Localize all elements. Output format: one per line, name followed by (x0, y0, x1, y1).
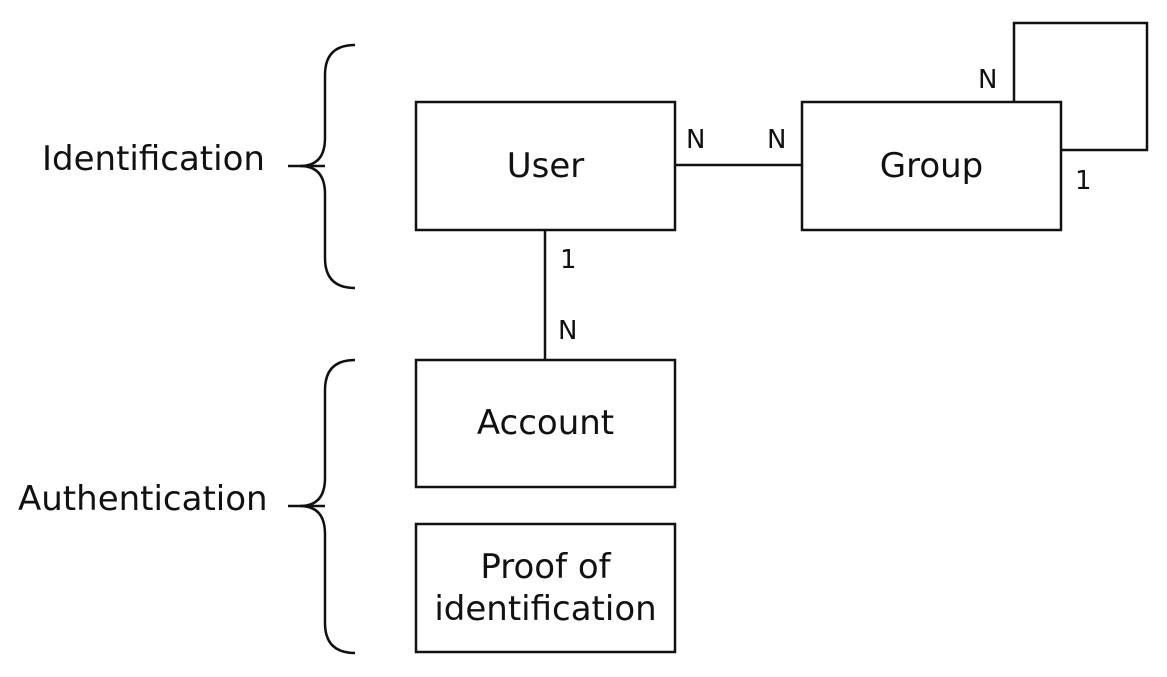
cardinality-user-group-user-side: N (686, 125, 706, 155)
cardinality-user-account-user-side: 1 (560, 245, 577, 275)
cardinality-group-self-top: N (978, 65, 998, 95)
proof-entity-label: Proof of identification (434, 546, 657, 630)
cardinality-group-self-bottom: 1 (1075, 166, 1092, 196)
account-entity-label: Account (476, 403, 615, 444)
group-self-relation (1012, 21, 1149, 152)
user-entity-label: User (506, 145, 585, 186)
group-entity-label: Group (879, 145, 984, 186)
identification-label: Identification (42, 139, 265, 179)
cardinality-user-group-group-side: N (767, 125, 787, 155)
authentication-label: Authentication (18, 479, 268, 519)
cardinality-user-account-account-side: N (558, 316, 578, 346)
proof-box (414, 522, 677, 654)
